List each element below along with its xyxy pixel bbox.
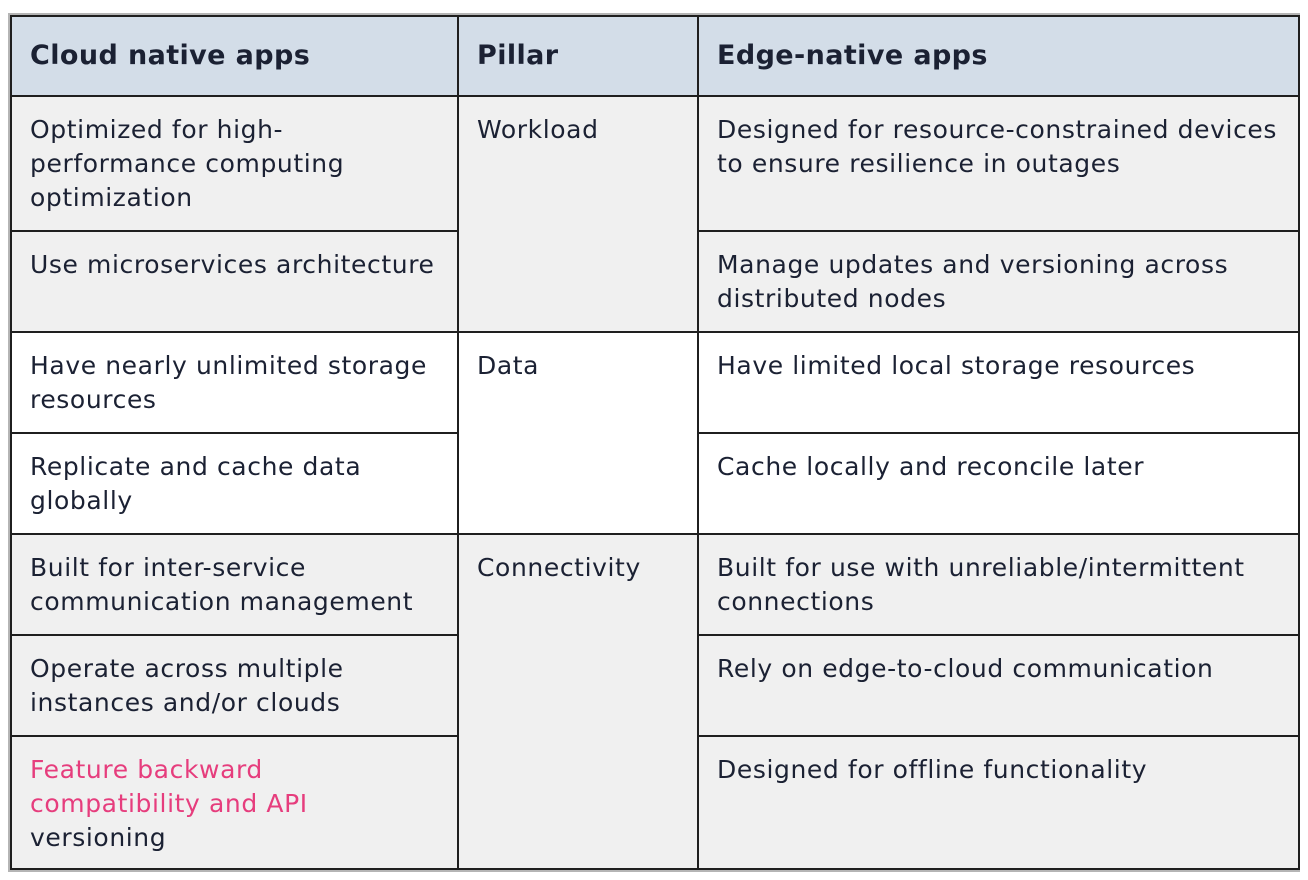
cloud-cell: Feature backward compatibility and API ve… (10, 735, 459, 870)
cloud-cell: Optimized for high-performance computing… (10, 95, 459, 232)
table-row: Feature backward compatibility and API ve… (10, 735, 1300, 870)
edge-cell: Rely on edge-to-cloud communication (697, 634, 1300, 737)
header-pillar: Pillar (457, 15, 699, 97)
header-row: Cloud native apps Pillar Edge-native app… (10, 15, 1300, 97)
cloud-cell: Operate across multiple instances and/or… (10, 634, 459, 737)
header-cloud-native: Cloud native apps (10, 15, 459, 97)
comparison-table: Cloud native apps Pillar Edge-native app… (10, 15, 1300, 870)
table-row: Use microservices architecture Manage up… (10, 230, 1300, 333)
pillar-cell-workload: Workload (457, 95, 699, 333)
table-frame (8, 13, 1300, 872)
edge-cell: Designed for resource-constrained device… (697, 95, 1300, 232)
edge-cell: Manage updates and versioning across dis… (697, 230, 1300, 333)
cloud-cell: Built for inter-service communication ma… (10, 533, 459, 636)
pillar-cell-connectivity: Connectivity (457, 533, 699, 870)
cloud-cell: Use microservices architecture (10, 230, 459, 333)
cloud-cell: Have nearly unlimited storage resources (10, 331, 459, 434)
cloud-cell-text: versioning (30, 823, 167, 852)
table-row: Have nearly unlimited storage resources … (10, 331, 1300, 535)
highlighted-text: Feature backward compatibility and API (30, 755, 308, 818)
edge-cell: Have limited local storage resources (697, 331, 1300, 434)
table-row: Operate across multiple instances and/or… (10, 634, 1300, 737)
edge-cell: Built for use with unreliable/intermitte… (697, 533, 1300, 636)
edge-cell: Designed for offline functionality (697, 735, 1300, 870)
table-row: Replicate and cache data globally Cache … (10, 432, 1300, 535)
cloud-cell: Replicate and cache data globally (10, 432, 459, 535)
pillar-cell-data: Data (457, 331, 699, 535)
edge-cell: Cache locally and reconcile later (697, 432, 1300, 535)
table-row: Built for inter-service communication ma… (10, 533, 1300, 870)
header-edge-native: Edge-native apps (697, 15, 1300, 97)
table-row: Optimized for high-performance computing… (10, 95, 1300, 333)
